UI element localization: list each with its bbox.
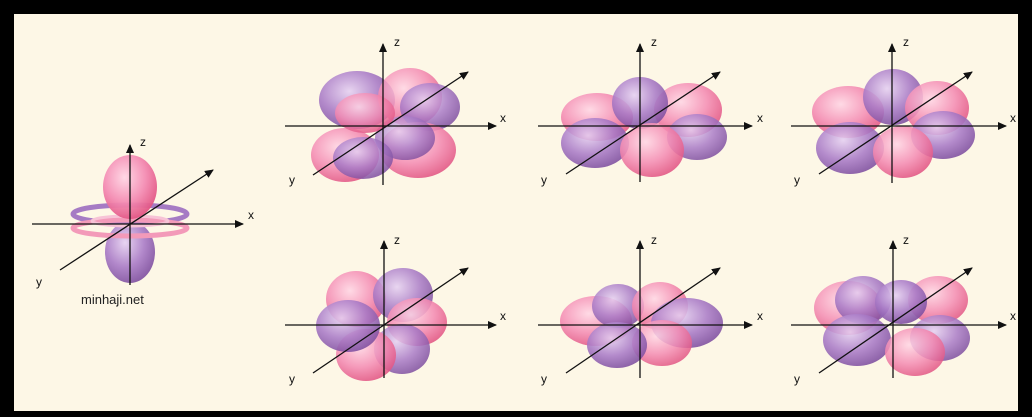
y-axis-label: y [794, 372, 800, 386]
y-axis-label: y [289, 372, 295, 386]
z-axis-label: z [140, 135, 146, 149]
orbital-bottom-1: z x y [285, 233, 506, 386]
z-axis-label: z [394, 35, 400, 49]
x-axis-label: x [500, 111, 506, 125]
x-axis-label: x [500, 309, 506, 323]
z-axis-label: z [903, 35, 909, 49]
y-axis-label: y [541, 173, 547, 187]
y-axis-label: y [289, 173, 295, 187]
z-axis-label: z [651, 233, 657, 247]
z-axis-label: z [651, 35, 657, 49]
x-axis-label: x [757, 111, 763, 125]
orbital-dz2-torus: z x y [32, 135, 254, 289]
orbital-top-3: z x y [791, 35, 1016, 187]
orbital-top-2: z x y [538, 35, 763, 187]
y-axis-label: y [794, 173, 800, 187]
x-axis-label: x [1010, 309, 1016, 323]
orbital-top-1: z x y [285, 35, 506, 187]
z-axis-label: z [394, 233, 400, 247]
orbital-bottom-2: z x y [538, 233, 763, 386]
orbital-bottom-3: z x y [791, 233, 1016, 386]
z-axis-label: z [903, 233, 909, 247]
y-axis-label: y [541, 372, 547, 386]
x-axis-label: x [248, 208, 254, 222]
x-axis-label: x [757, 309, 763, 323]
y-axis-label: y [36, 275, 42, 289]
x-axis-label: x [1010, 111, 1016, 125]
watermark-text: minhaji.net [81, 292, 144, 307]
